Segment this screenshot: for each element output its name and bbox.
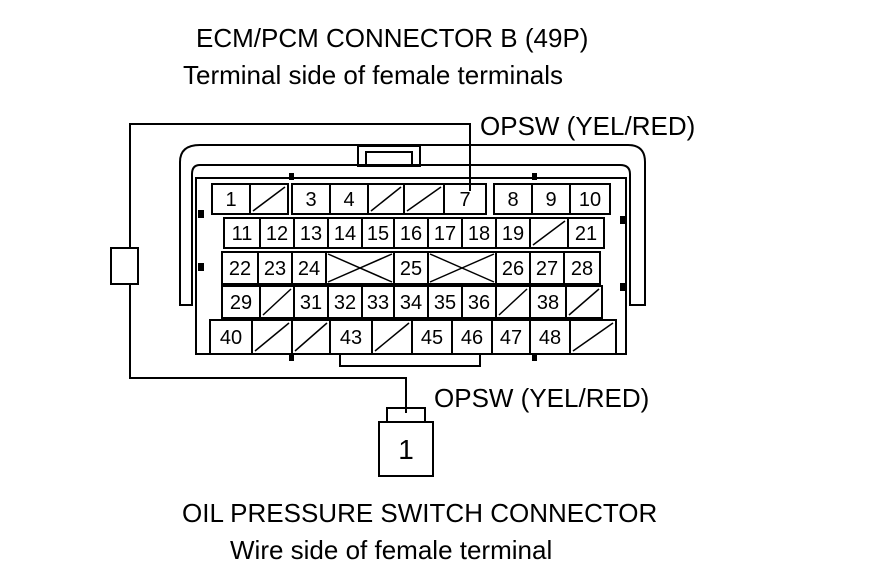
terminal-cell — [249, 183, 289, 215]
terminal-number: 18 — [468, 223, 490, 245]
unused-terminal-slash — [252, 186, 286, 212]
terminal-cell — [569, 319, 617, 355]
terminal-number: 40 — [220, 327, 242, 349]
terminal-number: 15 — [367, 223, 389, 245]
unused-terminal-slash — [262, 288, 292, 316]
wire-splice — [110, 247, 139, 285]
terminal-number: 11 — [232, 223, 253, 245]
terminal-number: 26 — [502, 258, 524, 280]
terminal-number: 14 — [334, 223, 356, 245]
terminal-number: 38 — [537, 292, 559, 314]
terminal-number: 1 — [225, 189, 236, 211]
unused-terminal-slash — [498, 288, 528, 316]
unused-terminal-slash — [374, 322, 410, 352]
terminal-number: 7 — [459, 189, 470, 211]
terminal-number: 32 — [334, 292, 356, 314]
terminal-number: 19 — [502, 223, 524, 245]
terminal-number: 22 — [229, 258, 251, 280]
terminal-number: 34 — [400, 292, 422, 314]
unused-terminal-slash — [294, 322, 328, 352]
unused-terminal-slash — [572, 322, 614, 352]
ecm-connector-subtitle: Terminal side of female terminals — [183, 60, 564, 90]
terminal-number: 3 — [305, 189, 316, 211]
terminal-number: 23 — [264, 258, 286, 280]
blank-cavity-cross — [429, 253, 495, 283]
unused-terminal-slash — [254, 322, 290, 352]
terminal-cell — [443, 183, 487, 215]
terminal-number: 13 — [300, 223, 322, 245]
terminal-cell — [569, 183, 611, 215]
switch-connector-subtitle: Wire side of female terminal — [230, 535, 553, 565]
terminal-number: 4 — [343, 189, 354, 211]
unused-terminal-slash — [406, 186, 442, 212]
terminal-number: 17 — [434, 223, 456, 245]
switch-connector-title: OIL PRESSURE SWITCH CONNECTOR — [182, 498, 658, 528]
terminal-number: 43 — [340, 327, 362, 349]
terminal-number: 28 — [571, 258, 593, 280]
terminal-number: 48 — [539, 327, 561, 349]
terminal-number: 47 — [500, 327, 522, 349]
terminal-cell — [563, 251, 601, 285]
terminal-number: 21 — [575, 223, 597, 245]
terminal-number: 45 — [421, 327, 443, 349]
terminal-number: 33 — [367, 292, 389, 314]
terminal-number: 10 — [579, 189, 601, 211]
terminal-number: 16 — [400, 223, 422, 245]
switch-terminal-1: 1 — [398, 434, 414, 465]
terminal-number: 35 — [434, 292, 456, 314]
terminal-number: 25 — [400, 258, 422, 280]
ecm-connector-title: ECM/PCM CONNECTOR B (49P) — [196, 23, 589, 53]
terminal-number: 9 — [545, 189, 556, 211]
terminal-number: 46 — [461, 327, 483, 349]
unused-terminal-slash — [370, 186, 402, 212]
opsw-wire — [110, 123, 471, 413]
terminal-cell — [567, 217, 605, 249]
blank-cavity-cross — [327, 253, 393, 283]
terminal-number: 12 — [266, 223, 288, 245]
terminal-number: 27 — [536, 258, 558, 280]
terminal-number: 29 — [230, 292, 252, 314]
housing-marks — [198, 173, 626, 361]
terminal-number: 31 — [300, 292, 322, 314]
unused-terminal-slash — [532, 220, 566, 246]
ecm-wire-label: OPSW (YEL/RED) — [480, 111, 696, 141]
terminal-number: 36 — [468, 292, 490, 314]
switch-wire-label: OPSW (YEL/RED) — [434, 383, 650, 413]
oil-pressure-switch-connector — [378, 407, 434, 477]
terminal-number: 8 — [507, 189, 518, 211]
terminal-number: 24 — [298, 258, 320, 280]
unused-terminal-slash — [568, 288, 600, 316]
terminal-cell — [565, 285, 603, 319]
